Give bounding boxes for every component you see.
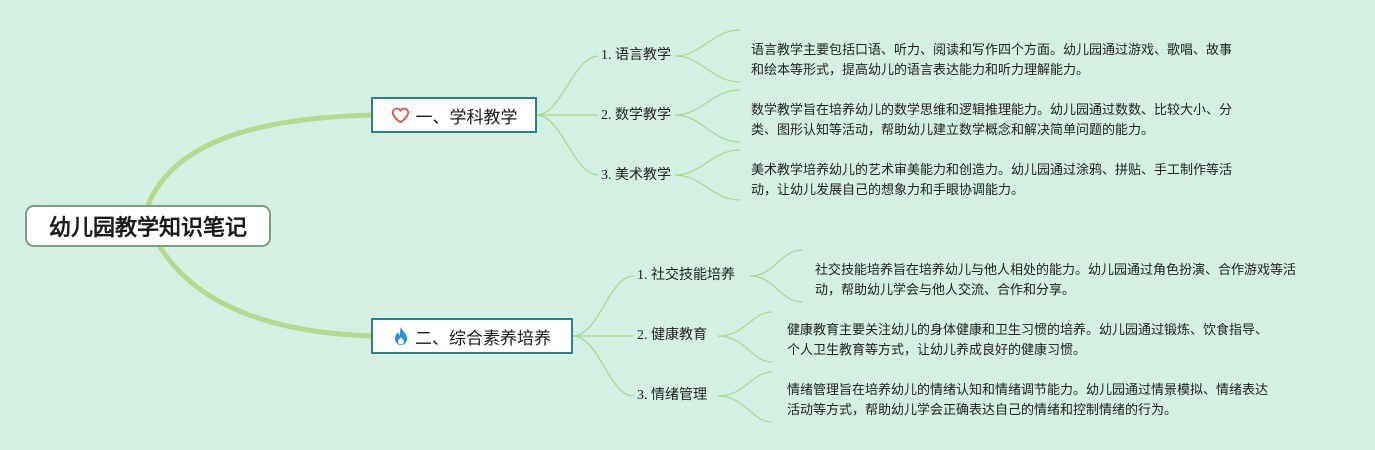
subtopic-art-teaching[interactable]: 3. 美术教学 <box>601 168 671 183</box>
link-b2-sub2-desc-low <box>717 335 773 363</box>
description-health-education: 健康教育主要关注幼儿的身体健康和卫生习惯的培养。幼儿园通过锻炼、饮食指导、个人卫… <box>787 323 1269 358</box>
description-social-skills: 社交技能培养旨在培养幼儿与他人相处的能力。幼儿园通过角色扮演、合作游戏等活动，帮… <box>815 263 1297 298</box>
link-root-branch-1 <box>145 112 375 208</box>
link-b2-sub3-desc-low <box>717 395 773 423</box>
root-title: 幼儿园教学知识笔记 <box>48 216 247 241</box>
branch-label: 一、学科教学 <box>415 107 518 128</box>
link-b2-sub2-desc <box>717 311 773 337</box>
link-b1-sub1-desc-low <box>674 55 741 83</box>
link-b1-sub2-desc-low <box>674 114 741 143</box>
subtopic-math-teaching[interactable]: 2. 数学教学 <box>601 108 671 123</box>
subtopic-social-skills[interactable]: 1. 社交技能培养 <box>637 268 735 283</box>
subtopic-emotion-management[interactable]: 3. 情绪管理 <box>637 388 707 403</box>
fire-icon <box>393 326 409 346</box>
description-art-teaching: 美术教学培养幼儿的艺术审美能力和创造力。幼儿园通过涂鸦、拼贴、手工制作等活动，让… <box>751 163 1233 198</box>
subtopic-language-teaching[interactable]: 1. 语言教学 <box>601 48 671 63</box>
link-b2-sub1-desc <box>749 249 803 277</box>
description-language-teaching: 语言教学主要包括口语、听力、阅读和写作四个方面。幼儿园通过游戏、歌唱、故事和绘本… <box>751 43 1233 78</box>
root-node[interactable]: 幼儿园教学知识笔记 <box>25 205 271 247</box>
link-b1-sub3-desc-low <box>674 174 741 201</box>
link-b2-sub3-desc <box>717 371 773 397</box>
link-b1-sub3-desc <box>674 149 741 176</box>
branch-node-comprehensive-literacy[interactable]: 二、综合素养培养 <box>371 318 573 354</box>
subtopic-health-education[interactable]: 2. 健康教育 <box>637 328 707 343</box>
heart-icon <box>391 107 410 124</box>
description-math-teaching: 数学教学旨在培养幼儿的数学思维和逻辑推理能力。幼儿园通过数数、比较大小、分类、图… <box>751 103 1233 138</box>
link-b1-sub2-desc <box>674 89 741 116</box>
link-b1-sub1 <box>535 55 599 116</box>
description-emotion-management: 情绪管理旨在培养幼儿的情绪认知和情绪调节能力。幼儿园通过情景模拟、情绪表达活动等… <box>787 383 1269 418</box>
branch-node-subject-teaching[interactable]: 一、学科教学 <box>371 97 537 133</box>
branch-label: 二、综合素养培养 <box>415 328 551 349</box>
link-b2-sub1-desc-low <box>749 275 803 303</box>
link-b2-sub3 <box>571 335 635 397</box>
link-b1-sub3 <box>535 114 599 176</box>
link-b2-sub1 <box>571 275 635 337</box>
link-b1-sub1-desc <box>674 29 741 57</box>
link-root-branch-2 <box>157 244 375 339</box>
